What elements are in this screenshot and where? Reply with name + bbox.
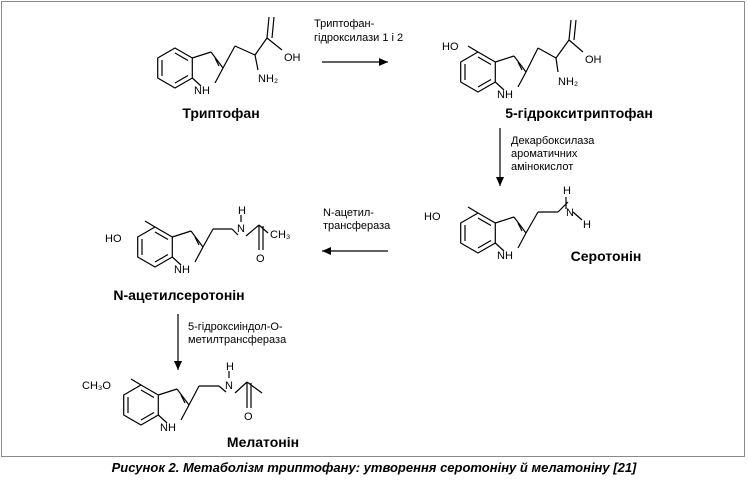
serotonin-nh-label: NH	[497, 250, 513, 262]
tryptophan-oh-label: OH	[284, 52, 301, 64]
figure-caption: Рисунок 2. Метаболізм триптофану: утворе…	[111, 460, 637, 475]
nacetyl-h-label: H	[238, 205, 246, 217]
enzyme-1-line-2: гідроксилази 1 і 2	[314, 32, 403, 44]
nacetyl-ho-label: HO	[105, 233, 122, 245]
enzyme-2-line-3: амінокислот	[511, 161, 573, 173]
pathway-diagram: OH NH₂ NH Триптофан Триптофан- гідроксил…	[82, 16, 653, 450]
melatonin-nh-label: NH	[160, 422, 176, 434]
enzyme-4-line-2: метилтрансфераза	[188, 334, 287, 346]
htp-structure: HO OH NH₂ NH	[442, 19, 602, 101]
tryptophan-structure: OH NH₂ NH	[157, 16, 301, 97]
enzyme-4-line-1: 5-гідроксиіндол-О-	[188, 321, 283, 333]
figure-frame	[1, 1, 745, 457]
melatonin-o-label: O	[244, 411, 253, 423]
nacetyl-n-label: N	[237, 223, 245, 235]
htp-nh2-label: NH₂	[558, 76, 578, 88]
enzyme-3-line-1: N-ацетил-	[323, 207, 374, 219]
tryptophan-name: Триптофан	[182, 105, 259, 121]
melatonin-structure: CH₃O H N O NH	[82, 361, 263, 434]
htp-nh-label: NH	[497, 89, 513, 101]
htp-name: 5-гідрокситриптофан	[505, 105, 653, 121]
enzyme-2-line-1: Декарбоксилаза	[511, 135, 595, 147]
melatonin-ch3o-label: CH₃O	[82, 380, 111, 392]
melatonin-n-label: N	[225, 380, 233, 392]
melatonin-h-label: H	[226, 361, 234, 373]
serotonin-h2-label: H	[583, 219, 591, 231]
enzyme-2-line-2: ароматичних	[511, 148, 578, 160]
serotonin-name: Серотонін	[571, 248, 642, 264]
tryptophan-nh-label: NH	[194, 85, 210, 97]
htp-ho-label: HO	[442, 41, 459, 53]
htp-oh-label: OH	[585, 54, 602, 66]
melatonin-name: Мелатонін	[227, 434, 299, 450]
serotonin-n-label: N	[566, 207, 574, 219]
nacetyl-name: N-ацетилсеротонін	[113, 287, 244, 303]
serotonin-h1-label: H	[563, 185, 571, 197]
nacetyl-nh-label: NH	[174, 264, 190, 276]
nacetyl-o-label: O	[256, 253, 265, 265]
enzyme-3-line-2: трансфераза	[323, 220, 391, 232]
serotonin-ho-label: HO	[424, 211, 441, 223]
nacetyl-ch3-label: CH₃	[270, 229, 290, 241]
nacetyl-structure: HO H N CH₃ O NH	[105, 205, 290, 276]
serotonin-structure: HO H N H NH	[424, 185, 591, 262]
enzyme-1-line-1: Триптофан-	[314, 18, 375, 30]
tryptophan-nh2-label: NH₂	[258, 73, 278, 85]
